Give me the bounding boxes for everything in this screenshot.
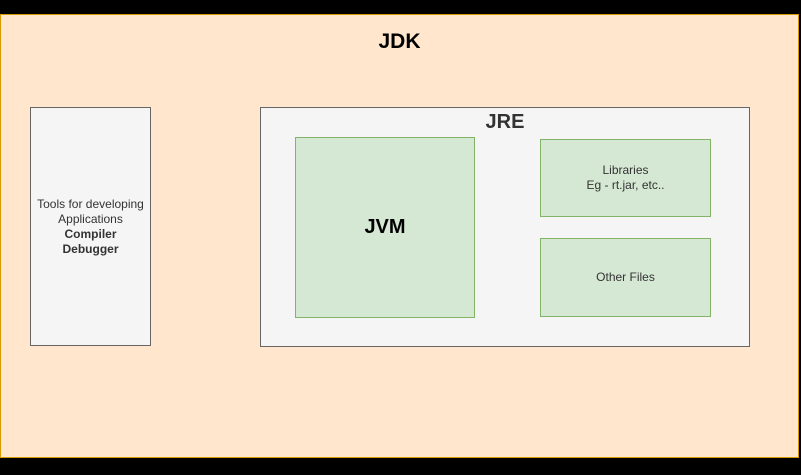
libraries-box: Libraries Eg - rt.jar, etc.. <box>540 139 711 217</box>
tools-box-line-1: Tools for developing <box>37 196 144 211</box>
libraries-label-line-2: Eg - rt.jar, etc.. <box>586 178 665 192</box>
jre-title: JRE <box>485 111 525 133</box>
tools-box-line-4: Debugger <box>62 241 119 256</box>
other-files-label: Other Files <box>596 270 655 284</box>
tools-box: Tools for developing Applications Compil… <box>30 107 151 346</box>
tools-box-line-2: Applications <box>58 211 123 226</box>
tools-box-line-3: Compiler <box>64 226 117 241</box>
other-files-box: Other Files <box>540 238 711 317</box>
jvm-label: JVM <box>364 216 406 238</box>
jvm-box: JVM <box>295 137 475 318</box>
jdk-title: JDK <box>378 30 421 53</box>
libraries-label-line-1: Libraries <box>602 163 649 177</box>
